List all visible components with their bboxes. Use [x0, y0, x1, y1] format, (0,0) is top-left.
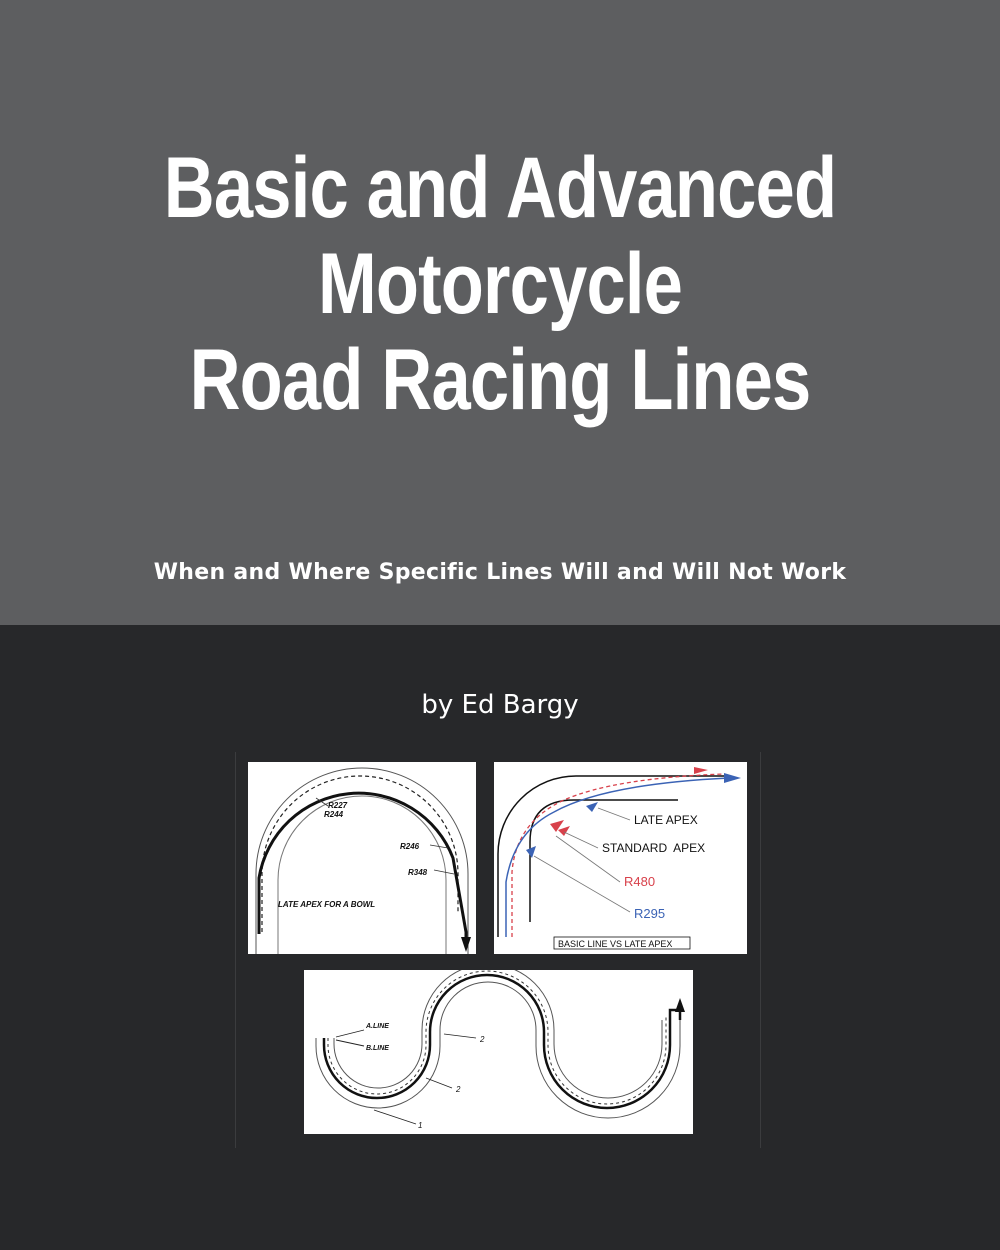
standard-apex-marker	[550, 820, 564, 832]
esses-leader-a	[335, 1029, 365, 1038]
standard-apex-marker-2	[558, 826, 570, 836]
apex-caption-box	[553, 936, 691, 950]
bowl-leader-3	[433, 869, 455, 875]
label-b-line: B.LINE	[366, 1045, 389, 1052]
apex-caption: BASIC LINE VS LATE APEX	[558, 939, 672, 949]
bowl-outer-edge	[255, 767, 469, 954]
apex-leader-2	[563, 831, 599, 849]
book-subtitle: When and Where Specific Lines Will and W…	[153, 560, 847, 585]
bowl-leader-1	[315, 797, 329, 807]
apex-inner-edge	[529, 799, 678, 922]
diagram-collage-frame	[235, 752, 761, 1148]
label-standard-apex: STANDARD APEX	[602, 841, 705, 855]
apex-diagram: LATE APEX STANDARD APEX R480 R295 BASIC …	[494, 762, 747, 954]
apex-blue-arrowhead	[724, 773, 741, 783]
esses-arrowhead	[675, 998, 685, 1012]
label-2-top: 2	[479, 1035, 485, 1044]
label-r295: R295	[634, 906, 665, 921]
label-a-line: A.LINE	[365, 1023, 389, 1030]
title-line-2: Motorcycle	[317, 236, 683, 332]
apex-red-arrowhead	[694, 767, 708, 774]
bowl-inner-edge	[277, 795, 447, 954]
esses-diagram-svg: A.LINE B.LINE 2 2 1	[315, 970, 685, 1130]
apex-leader-4	[533, 855, 631, 913]
apex-blue-line	[505, 777, 730, 937]
bowl-dashed-line	[261, 775, 459, 932]
book-title: Basic and Advanced Motorcycle Road Racin…	[90, 140, 910, 428]
label-1: 1	[418, 1121, 422, 1130]
bowl-diagram-svg: R227 R244 R246 R348 LATE APEX FOR A BOWL	[255, 767, 471, 954]
late-apex-marker	[586, 802, 598, 812]
bowl-leader-2	[429, 844, 449, 849]
esses-leader-1	[373, 1109, 417, 1125]
bowl-diagram: R227 R244 R246 R348 LATE APEX FOR A BOWL	[248, 762, 476, 954]
apex-leader-3	[555, 835, 621, 883]
bowl-caption: LATE APEX FOR A BOWL	[278, 900, 375, 909]
esses-diagram: A.LINE B.LINE 2 2 1	[304, 970, 693, 1134]
label-2-mid: 2	[455, 1085, 461, 1094]
esses-inner-edge	[333, 970, 663, 1099]
esses-dashed-line	[327, 970, 667, 1105]
apex-leader-1	[597, 807, 631, 821]
r295-marker	[526, 846, 536, 858]
book-author: by Ed Bargy	[421, 690, 579, 720]
apex-diagram-svg: LATE APEX STANDARD APEX R480 R295 BASIC …	[497, 767, 741, 950]
title-line-1: Basic and Advanced	[163, 140, 837, 236]
label-r246: R246	[400, 842, 420, 851]
esses-leader-2-mid	[425, 1077, 453, 1089]
apex-outer-edge	[497, 775, 726, 937]
esses-racing-line	[322, 973, 682, 1110]
label-r348: R348	[408, 868, 428, 877]
bowl-racing-line	[257, 791, 468, 942]
cover-top-band	[0, 0, 1000, 625]
bowl-arrowhead	[461, 937, 471, 952]
label-late-apex: LATE APEX	[634, 813, 698, 827]
esses-leader-b	[335, 1039, 365, 1047]
esses-outer-edge	[315, 981, 681, 1119]
label-r227: R227	[328, 801, 348, 810]
title-line-3: Road Racing Lines	[189, 332, 812, 428]
label-r480: R480	[624, 874, 655, 889]
label-r244: R244	[324, 810, 344, 819]
apex-red-line	[511, 773, 725, 937]
esses-leader-2-top	[443, 1033, 477, 1039]
